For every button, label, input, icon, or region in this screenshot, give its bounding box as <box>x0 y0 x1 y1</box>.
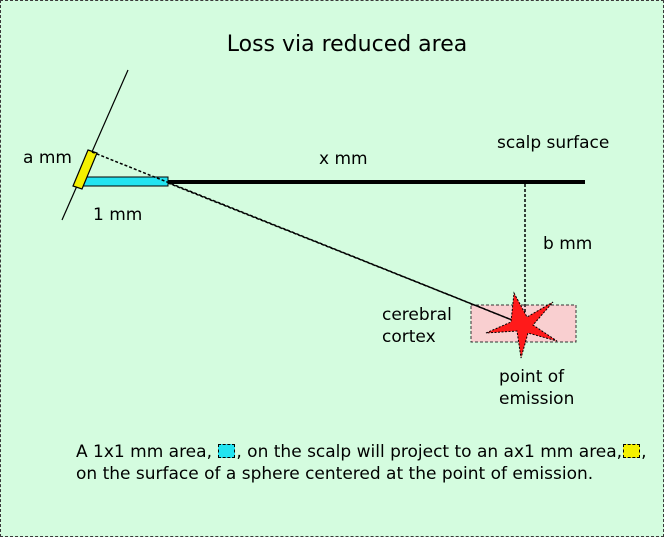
b-mm-label: b mm <box>543 234 593 254</box>
one-mm-label: 1 mm <box>93 205 143 225</box>
cortex-label: cortex <box>382 327 436 347</box>
yellow-swatch-icon <box>623 444 641 458</box>
scalp-surface-label: scalp surface <box>497 133 610 153</box>
cyan-swatch-icon <box>218 444 236 458</box>
sphere-tangent-line <box>61 69 129 221</box>
point-of-label: point of <box>499 367 565 387</box>
projection-line-upper <box>91 151 523 325</box>
projection-line-lower <box>167 182 523 325</box>
a-mm-label: a mm <box>23 148 72 168</box>
x-mm-label: x mm <box>319 149 368 169</box>
diagram-title: Loss via reduced area <box>226 32 468 57</box>
caption-part-3: , on the surface of a sphere centered at… <box>76 442 647 484</box>
scalp-area-cyan <box>79 176 169 187</box>
caption-text: A 1x1 mm area, , on the scalp will proje… <box>76 441 656 485</box>
caption-part-2: , on the scalp will project to an ax1 mm… <box>236 442 623 462</box>
caption-part-1: A 1x1 mm area, <box>76 442 218 462</box>
cerebral-label: cerebral <box>382 305 452 325</box>
emission-star-icon <box>485 291 558 359</box>
emission-label: emission <box>499 389 575 409</box>
